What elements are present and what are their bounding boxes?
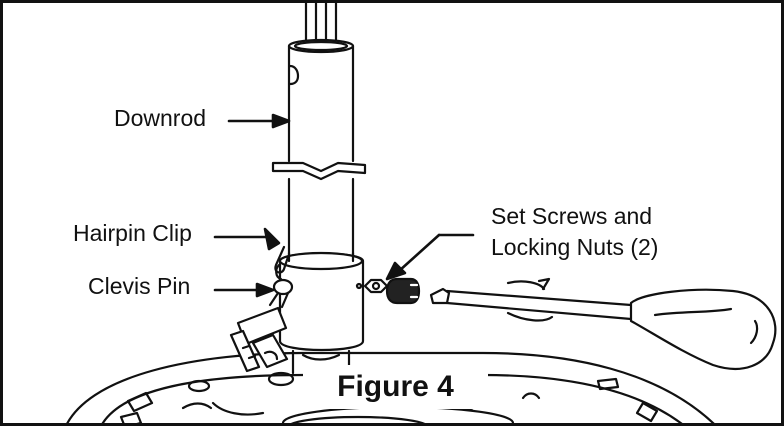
figure-caption: Figure 4: [303, 365, 488, 409]
screwdriver: [429, 277, 777, 370]
mounting-bracket: [229, 306, 295, 387]
leader-arrows: [213, 113, 475, 298]
downrod-label: Downrod: [114, 105, 207, 131]
set-screws-label-line2: Locking Nuts (2): [491, 234, 659, 260]
downrod-pipe: [271, 38, 367, 263]
hairpin-clip-and-pin: [268, 245, 294, 309]
hairpin-clip-label: Hairpin Clip: [73, 220, 192, 246]
clevis-pin-label: Clevis Pin: [88, 273, 191, 299]
collar: [278, 251, 365, 375]
set-screw-and-nut: [363, 277, 421, 305]
set-screws-label-line1: Set Screws and: [491, 203, 653, 229]
illustration: [66, 3, 777, 423]
wires: [304, 3, 338, 45]
